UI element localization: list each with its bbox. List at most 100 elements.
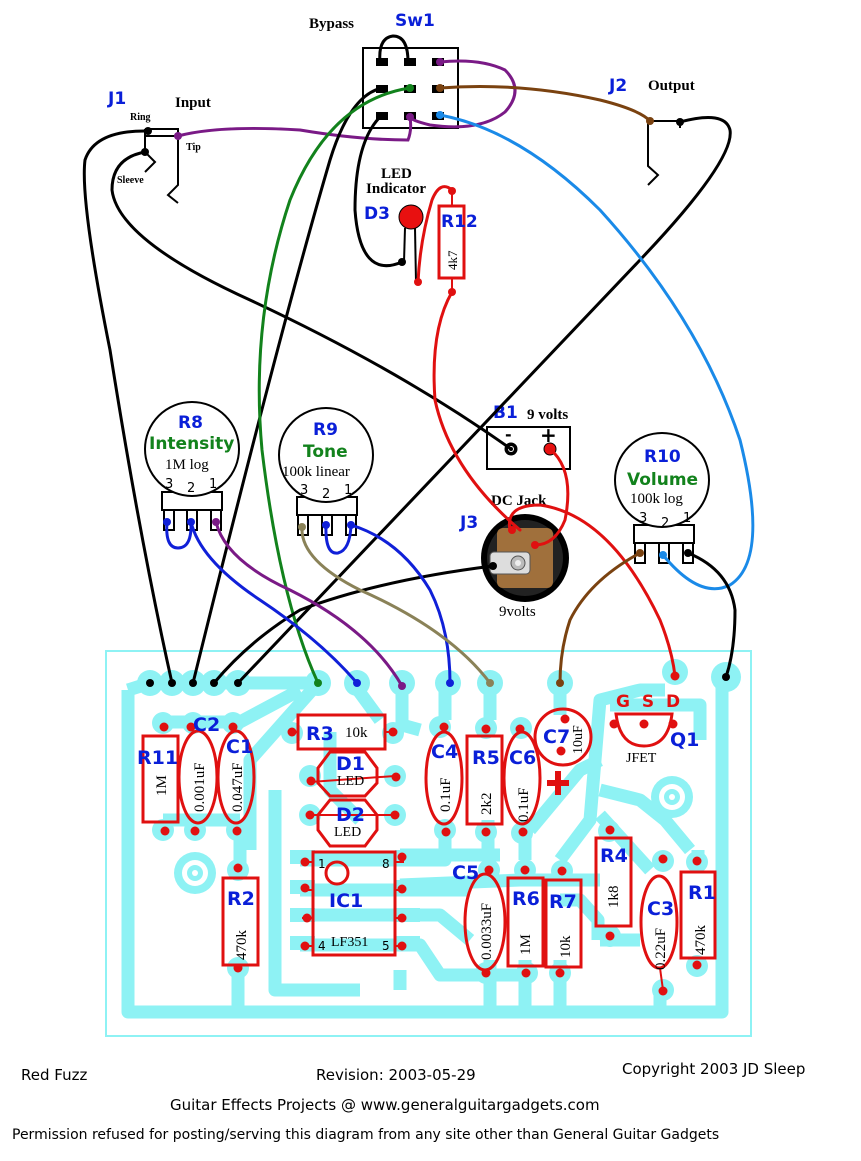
d1-ref: D1 [336,753,365,775]
q1-pin-labels: G S D [616,692,683,712]
ic1-value: LF351 [331,935,368,950]
ic1-pin8-label: 8 [382,857,390,871]
wire-volume-pin3 [558,551,642,685]
permission-line: Permission refused for posting/serving t… [12,1127,720,1143]
r8-pin2: 2 [187,481,195,496]
r2-value: 470k [234,930,250,961]
project-title: Red Fuzz [21,1066,88,1084]
j1-tip-label: Tip [186,142,201,153]
c5-ref: C5 [452,862,479,884]
capacitor-c3 [639,874,679,970]
j1-sleeve-label: Sleeve [117,175,144,186]
sw1-label: Bypass [309,16,354,32]
wire-led-anode [416,185,454,284]
c3-ref: C3 [647,898,674,920]
ic-lf351 [311,850,397,957]
wire-dcjack-ground [212,564,495,685]
b1-plus-label: + [540,423,557,447]
wire-output-ground [236,116,732,685]
r7-ref: R7 [549,891,577,913]
solder-points [159,671,702,996]
c7-ref: C7 [543,726,570,748]
r9-pin3: 3 [300,483,308,498]
copyright-text: Copyright 2003 JD Sleep [622,1060,806,1078]
r1-value: 470k [693,925,709,956]
sw1-ref: Sw1 [395,11,435,31]
r11-ref: R11 [137,747,178,769]
wire-switch-loop [408,59,517,129]
resistor-r1 [679,870,717,960]
wire-r9-pin1 [349,523,452,685]
wire-input-tip [176,115,413,142]
r5-ref: R5 [472,747,500,769]
capacitor-c4 [424,730,464,826]
b1-ref: B1 [493,403,518,423]
r6-ref: R6 [512,888,540,910]
r10-pin3: 3 [639,511,647,526]
r8-pin1: 1 [209,477,217,492]
dc-jack[interactable] [481,514,569,602]
r10-value: 100k log [630,491,683,507]
c5-value: 0.0033uF [479,903,495,960]
revision-text: Revision: 2003-05-29 [316,1066,476,1084]
r8-ref: R8 [178,413,203,433]
r4-value: 1k8 [606,886,622,909]
wire-output-tip [438,85,652,123]
r12-ref: R12 [441,212,478,232]
resistor-r4 [594,836,633,928]
wire-power-drain [507,503,677,678]
site-line: Guitar Effects Projects @ www.generalgui… [170,1096,600,1114]
c2-ref: C2 [193,714,220,736]
r10-pin1: 1 [683,511,691,526]
d2-ref: D2 [336,804,365,826]
r8-name: Intensity [149,434,234,454]
c2-value: 0.001uF [192,762,208,812]
b1-label: 9 volts [527,407,568,423]
r8-value: 1M log [165,457,209,473]
output-jack[interactable] [647,120,681,186]
c1-ref: C1 [226,736,253,758]
r2-ref: R2 [227,888,255,910]
r10-name: Volume [627,470,698,490]
led-indicator [398,204,424,283]
wire-input-ring [82,129,174,685]
r3-value: 10k [345,725,368,741]
b1-minus-label: - [505,425,512,444]
q1-value: JFET [626,751,657,766]
d3-ref: D3 [364,204,390,224]
diode-d2 [316,798,379,848]
resistor-r5 [465,734,504,826]
r5-value: 2k2 [479,793,495,816]
j3-label: DC Jack [491,493,547,509]
diode-d1 [316,750,379,798]
wire-endpoints [141,58,730,690]
ic1-pin4-label: 4 [318,939,326,953]
j1-ref: J1 [107,89,126,109]
battery-9v[interactable] [486,426,571,470]
ic1-pin1-label: 1 [318,857,326,871]
resistor-r6 [506,876,545,968]
pcb-labels: R11 1M C2 0.001uF C1 0.047uF R3 10k D1 L… [137,692,716,970]
input-jack[interactable] [144,128,179,204]
resistor-r12 [437,187,466,296]
wire-battery-plus [533,447,570,547]
wire-r8-wiper [189,520,359,685]
capacitor-c1 [216,729,256,825]
j1-label: Input [175,95,211,111]
r6-value: 1M [518,934,534,955]
wires [82,59,755,688]
c7-value: 10uF [571,725,586,754]
wire-input-sleeve [110,150,513,451]
r12-value: 4k7 [445,250,460,270]
c1-value: 0.047uF [230,762,246,812]
d1-value: LED [337,774,364,789]
r9-name: Tone [303,442,348,462]
wire-r9-jumper [324,523,353,555]
transistor-q1 [614,712,674,748]
j2-label: Output [648,78,695,94]
r10-ref: R10 [644,447,681,467]
ic-pin1-marker [324,860,350,886]
r9-value: 100k linear [282,464,350,480]
r4-ref: R4 [600,845,628,867]
